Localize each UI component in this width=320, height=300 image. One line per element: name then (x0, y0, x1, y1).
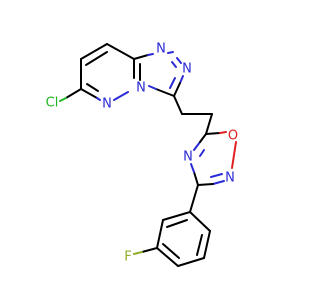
bond-tri-n-c3-c (173, 82, 181, 97)
bond-c-f-color (133, 251, 143, 255)
bond-pyr-c4-c5-double (85, 51, 108, 66)
bond-ph-3 (177, 257, 205, 267)
atom-chlorine: Cl (46, 96, 59, 111)
atom-oxadiazole-o: O (228, 129, 238, 144)
bond-oxa-phenyl (189, 184, 199, 213)
bond-tri-n-n-double (171, 61, 177, 68)
bond-pyr-c5-c8a (106, 43, 135, 60)
bond-tri-c8a-n-color (147, 53, 154, 56)
bond-oxa-c3-n4 (193, 171, 199, 186)
bond-pyr-c3-n2-n (96, 97, 101, 101)
bond-ph-2 (203, 230, 211, 259)
bond-oxa-n-c3-double (210, 173, 223, 178)
bond-tri-n-c3 (179, 75, 184, 84)
bond-pyr-c3-n2-double (86, 83, 99, 92)
atom-oxadiazole-n-left: N (183, 150, 193, 165)
atom-bridge-n: N (136, 81, 146, 96)
bond-ph-6 (162, 211, 191, 221)
bond-chain-1 (173, 95, 183, 115)
bond-tri-c3-nbridge-color (148, 85, 157, 90)
atom-oxadiazole-n-right: N (225, 171, 235, 186)
bond-tri-n-n (176, 57, 182, 64)
bond-oxa-n-c3 (212, 180, 225, 185)
bond-pyr-c4-c5 (80, 43, 108, 60)
bond-ph-4-double (162, 243, 180, 259)
bond-oxa-c5-o (205, 132, 221, 135)
bond-c-f (141, 247, 158, 253)
bond-oxa-n-c3-c (197, 183, 214, 186)
bond-ph-2-double (196, 234, 203, 256)
bond-tri-c3-nbridge (155, 88, 175, 97)
bond-ph-6-double (166, 219, 188, 228)
bond-oxa-c3-n4-color (190, 163, 195, 173)
bond-tri-nn-left (167, 51, 174, 54)
bond-oxa-c5-o-color (219, 131, 227, 134)
bond-oxa-n4-c5-c (199, 133, 207, 143)
bond-pyr-c3-n2 (80, 88, 98, 99)
atom-triazole-n-top: N (156, 42, 166, 57)
bond-tri-c8a-n (133, 54, 149, 60)
molecule-diagram: Cl N N N N O N N F (46, 42, 238, 267)
bond-c-cl (65, 88, 82, 99)
bond-ph-1 (189, 211, 211, 232)
atom-triazole-n-right: N (182, 62, 192, 77)
atom-fluorine: F (124, 250, 131, 265)
atom-pyridazine-n: N (102, 97, 112, 112)
bond-ph-5 (156, 219, 164, 249)
bond-pyr-n2-n1 (113, 91, 129, 101)
structure-svg: Cl N N N N O N N F (46, 42, 238, 267)
bond-c-cl-color (59, 97, 67, 102)
bond-ph-4 (156, 247, 179, 267)
bond-oxa-o-n (231, 141, 237, 169)
bond-oxa-n4-c5 (193, 141, 201, 151)
bond-chain-3 (205, 113, 213, 135)
bond-oxa-n4-c5-double (199, 149, 205, 157)
bond-tri-n-c3-double (169, 77, 176, 89)
